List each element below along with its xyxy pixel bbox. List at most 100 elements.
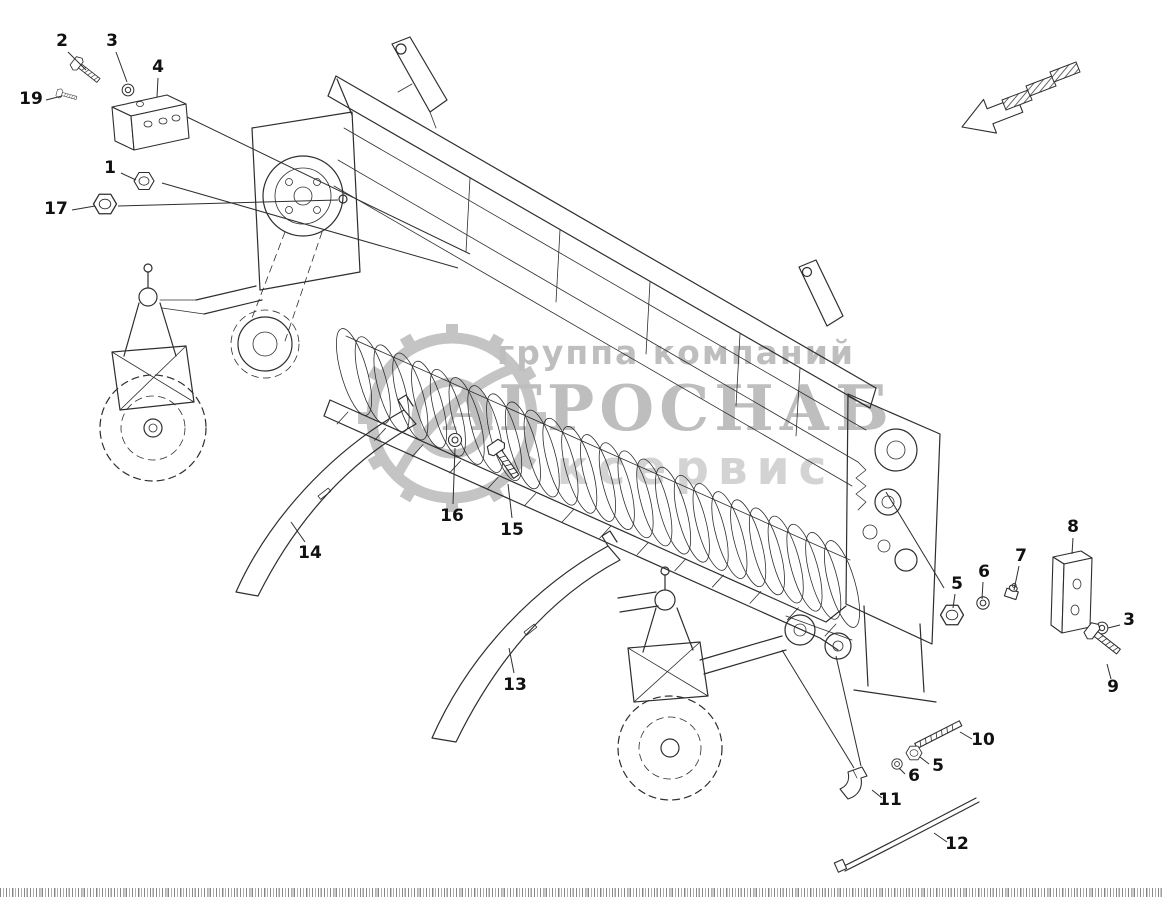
belt-drive: [230, 231, 323, 379]
reel-tine: [674, 558, 687, 572]
watermark-gear-logo-icon: [358, 324, 546, 512]
watermark-line3: ксервис: [557, 441, 836, 496]
reel-coil: [561, 426, 598, 514]
reel-coil: [579, 434, 617, 522]
panel-ribs: [465, 177, 801, 437]
nut-1: [133, 171, 155, 191]
nut-5: [939, 604, 965, 626]
page-edge-text-strip: [0, 888, 1163, 897]
watermark-line1: группа компаний: [497, 333, 855, 372]
machine-drawing: [99, 36, 941, 801]
left-side-plate: [251, 78, 361, 291]
reel-coil: [617, 450, 654, 539]
reel-tine: [561, 509, 574, 523]
callout-label-14-8: 14: [298, 543, 322, 563]
hardware-parts: [55, 54, 1125, 873]
callout-label-12-20: 12: [945, 834, 969, 854]
reel-coil: [335, 328, 373, 416]
callout-leader-7-11: [1013, 565, 1020, 591]
reel-coil: [486, 393, 523, 482]
callout-label-3-1: 3: [106, 31, 118, 51]
reel-tine: [524, 493, 537, 506]
reel-coil: [730, 499, 767, 588]
callout-label-8-10: 8: [1067, 517, 1079, 537]
callout-leader-5-17: [919, 756, 930, 765]
callout-leader-14-8: [290, 521, 306, 543]
caster-wheel-left: [99, 263, 263, 482]
reel-coil: [523, 409, 560, 498]
reel-coil: [786, 523, 823, 612]
callout-leader-6-12: [981, 581, 984, 600]
cable-strap-12: [833, 797, 980, 873]
mounting-block-4: [111, 94, 190, 151]
reel-coil: [636, 458, 673, 547]
callout-leader-15-7: [507, 483, 513, 519]
reel-coil: [373, 344, 410, 433]
gear-tooth: [399, 484, 418, 503]
callout-label-6-12: 6: [978, 562, 990, 582]
trough-front-edge: [323, 399, 847, 651]
gear-tooth: [518, 365, 537, 384]
callout-leader-12-20: [933, 832, 948, 843]
callout-leader-5-13: [952, 593, 956, 609]
spring: [855, 461, 867, 511]
callout-leader-10-16: [959, 731, 973, 740]
callout-leader-9-15: [1106, 663, 1112, 680]
reel-coil: [655, 466, 692, 555]
reel-coil: [598, 442, 635, 530]
washer-16: [447, 432, 463, 448]
reel-tine: [636, 542, 649, 555]
callout-leader-17-5: [71, 205, 96, 211]
callout-label-17-5: 17: [44, 199, 68, 219]
washer-6b: [891, 758, 903, 770]
reel-coil: [354, 336, 391, 424]
arrow-stripe-3: [1049, 61, 1081, 83]
reel-coil: [805, 532, 842, 620]
callout-label-5-17: 5: [932, 756, 944, 776]
callout-label-3-14: 3: [1123, 610, 1135, 630]
washer-3: [121, 83, 135, 97]
gear-tooth: [486, 333, 505, 352]
reel-tine: [824, 623, 837, 637]
callout-label-13-9: 13: [503, 675, 527, 695]
reel-shaft-end: [338, 194, 348, 204]
screw-19: [55, 87, 78, 103]
reel-tine: [749, 590, 762, 604]
reel-coil: [673, 474, 710, 563]
gear-tooth: [399, 333, 418, 352]
arrow-stripe-2: [1025, 75, 1057, 97]
skid-plate-13: [431, 530, 621, 743]
main-beam: [327, 75, 877, 409]
arrow-stripe-1: [1001, 89, 1033, 111]
callout-label-9-15: 9: [1107, 677, 1119, 697]
back-panel: [333, 127, 867, 487]
reel-tine: [449, 460, 462, 474]
callout-leader-6-18: [898, 767, 906, 775]
direction-arrow-indicator: [961, 61, 1081, 134]
callout-leader-16-6: [452, 447, 456, 505]
reel-coil: [392, 352, 429, 441]
bolt-2: [68, 54, 104, 87]
callout-label-11-19: 11: [878, 790, 902, 810]
right-side-assembly: [784, 393, 941, 703]
pickup-reel: [335, 328, 861, 637]
fitting-7: [1003, 582, 1019, 601]
callout-leader-3-1: [115, 51, 128, 83]
reel-tine: [599, 525, 612, 539]
callout-label-19-3: 19: [19, 89, 43, 109]
callout-label-2-0: 2: [56, 31, 68, 51]
callout-leader-8-10: [1071, 537, 1074, 555]
callout-label-5-13: 5: [951, 574, 963, 594]
callout-leader-13-9: [508, 647, 515, 674]
callout-label-15-7: 15: [500, 520, 524, 540]
callout-leader-1-4: [120, 172, 137, 181]
reel-coil: [692, 483, 729, 571]
nut-5b: [905, 745, 923, 761]
callout-label-1-4: 1: [104, 158, 116, 178]
reel-tine: [486, 476, 499, 490]
watermark: группа компаний АГРОСНАБ ксервис: [358, 324, 889, 512]
gear-tooth: [367, 365, 386, 384]
reel-tine: [411, 444, 424, 458]
